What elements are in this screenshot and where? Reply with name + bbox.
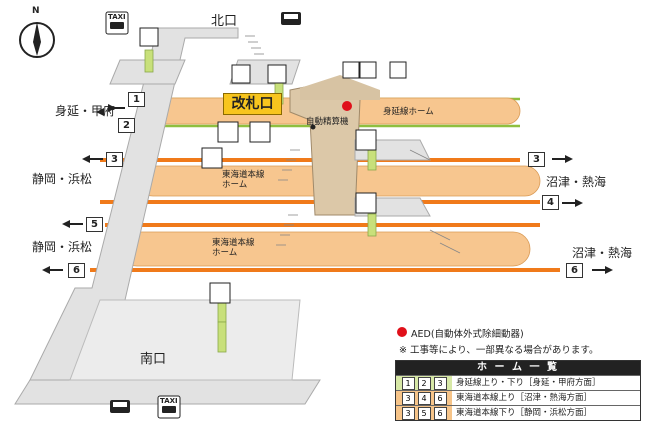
bus-icon — [110, 12, 301, 413]
legend-track-number: 4 — [417, 391, 431, 405]
legend-track-number: 6 — [433, 391, 447, 405]
legend-track-number: 3 — [401, 406, 415, 420]
construction-note: ※ 工事等により、一部異なる場合があります。 — [399, 345, 599, 356]
facility-icons — [139, 27, 407, 304]
south-exit-label: 南口 — [140, 352, 167, 367]
aed-marker — [342, 101, 352, 111]
legend-row: 3 4 6 東海道本線上り［沼津・熱海方面］ — [396, 390, 640, 405]
north-exit-label: 北口 — [211, 14, 238, 29]
taxi-label-top: TAXI — [108, 13, 126, 21]
fare-adjust-label: 自動精算機 — [306, 117, 349, 127]
legend-track-number: 3 — [433, 376, 447, 390]
dest-minobu-kofu: 身延・甲府 — [55, 104, 116, 118]
track-number-2: 2 — [118, 118, 135, 133]
taxi-label-bottom: TAXI — [160, 397, 178, 405]
track-number-6-left: 6 — [68, 263, 85, 278]
tokaido-platform-upper-label: 東海道本線 ホーム — [222, 170, 265, 190]
legend-track-number: 1 — [401, 376, 415, 390]
legend-track-number: 6 — [433, 406, 447, 420]
track-number-1: 1 — [128, 92, 145, 107]
taxi-icon — [105, 11, 181, 419]
legend-row: 1 2 3 身延線上り・下り［身延・甲府方面］ — [396, 375, 640, 390]
ticket-gate-label: 改札口 — [223, 93, 282, 115]
compass-icon — [19, 22, 55, 58]
legend-track-number: 3 — [401, 391, 415, 405]
platform-legend: ホ ー ム 一 覧 1 2 3 身延線上り・下り［身延・甲府方面］ 3 4 6 … — [395, 360, 641, 421]
legend-row-text: 東海道本線上り［沼津・熱海方面］ — [452, 391, 640, 405]
track-number-5: 5 — [86, 217, 103, 232]
dest-numazu-atami-2: 沼津・熱海 — [572, 246, 633, 260]
legend-track-number: 5 — [417, 406, 431, 420]
tokaido-platform-lower-label: 東海道本線 ホーム — [212, 238, 255, 258]
legend-row-text: 東海道本線下り［静岡・浜松方面］ — [452, 406, 640, 420]
track-number-6-right: 6 — [566, 263, 583, 278]
tokaido-tracks — [90, 158, 560, 272]
compass-north-label: N — [32, 6, 40, 16]
direction-arrows — [42, 104, 613, 274]
fare-adjust-marker — [310, 124, 316, 130]
legend-row-text: 身延線上り・下り［身延・甲府方面］ — [452, 376, 640, 390]
legend-track-number: 2 — [417, 376, 431, 390]
aed-legend-dot — [397, 327, 407, 337]
aed-note: AED(自動体外式除細動器) — [411, 329, 524, 340]
track-number-3-right: 3 — [528, 152, 545, 167]
track-number-4: 4 — [542, 195, 559, 210]
dest-numazu-atami-1: 沼津・熱海 — [546, 175, 607, 189]
minobu-platform-label: 身延線ホーム — [383, 107, 434, 117]
dest-shizuoka-hamamatsu-1: 静岡・浜松 — [32, 172, 93, 186]
legend-title: ホ ー ム 一 覧 — [396, 361, 640, 375]
track-number-3-left: 3 — [106, 152, 123, 167]
dest-shizuoka-hamamatsu-2: 静岡・浜松 — [32, 240, 93, 254]
legend-row: 3 5 6 東海道本線下り［静岡・浜松方面］ — [396, 405, 640, 420]
stairs — [245, 35, 461, 254]
